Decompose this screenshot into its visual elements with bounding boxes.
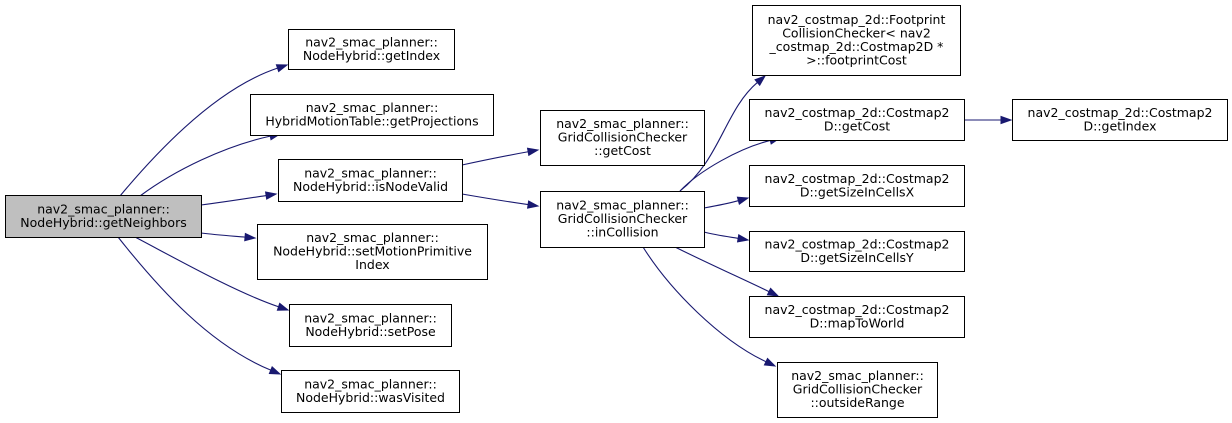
edge-isNodeValid-to-inCollision [461, 193, 529, 206]
node-label-line: D::getIndex [1084, 118, 1157, 133]
node-box[interactable] [278, 159, 463, 202]
node-label-line: nav2_smac_planner:: [306, 230, 439, 245]
node-label-line: NodeHybrid::setPose [305, 324, 436, 339]
arrowhead-getNeighbors-to-setMotionPrimitiveIndex [244, 232, 257, 242]
node-label-line: GridCollisionChecker [558, 211, 688, 226]
node-label-line: nav2_costmap_2d::Costmap2 [765, 171, 950, 186]
edge-getNeighbors-to-isNodeValid [200, 194, 267, 206]
node-label-line: nav2_costmap_2d::Costmap2 [1028, 105, 1213, 120]
edge-inCollision-to-mapToWorld [674, 246, 770, 293]
node-label-line: D::getCost [824, 118, 890, 133]
arrowhead-getNeighbors-to-wasVisited [268, 365, 282, 375]
node-setMotionPrimitiveIndex[interactable]: nav2_smac_planner::NodeHybrid::setMotion… [257, 224, 488, 280]
edge-isNodeValid-to-gccGetCost [461, 151, 529, 166]
node-label-line: D::mapToWorld [810, 315, 905, 330]
node-label-line: NodeHybrid::getIndex [303, 48, 440, 63]
node-label-line: nav2_costmap_2d::Footprint [768, 12, 946, 27]
edge-inCollision-to-getSizeInCellsX [703, 200, 739, 209]
node-box[interactable] [749, 231, 965, 272]
node-label-line: NodeHybrid::getNeighbors [20, 215, 186, 230]
node-getSizeInCellsY[interactable]: nav2_costmap_2d::Costmap2D::getSizeInCel… [749, 231, 965, 272]
node-isNodeValid[interactable]: nav2_smac_planner::NodeHybrid::isNodeVal… [278, 159, 463, 202]
node-label-line: nav2_smac_planner:: [305, 34, 438, 49]
node-getIndex[interactable]: nav2_smac_planner::NodeHybrid::getIndex [288, 29, 455, 70]
node-footprintCost[interactable]: nav2_costmap_2d::FootprintCollisionCheck… [752, 5, 961, 76]
node-box[interactable] [288, 29, 455, 70]
node-label-line: nav2_costmap_2d::Costmap2 [765, 105, 950, 120]
node-label-line: nav2_smac_planner:: [791, 368, 924, 383]
node-mapToWorld[interactable]: nav2_costmap_2d::Costmap2D::mapToWorld [749, 296, 965, 338]
node-label-line: nav2_costmap_2d::Costmap2 [765, 236, 950, 251]
node-label-line: ::getCost [594, 143, 651, 158]
node-label-line: >::footprintCost [806, 52, 907, 67]
node-label-line: nav2_smac_planner:: [304, 376, 437, 391]
node-label-line: D::getSizeInCellsX [800, 184, 915, 199]
node-outsideRange[interactable]: nav2_smac_planner::GridCollisionChecker:… [777, 362, 938, 418]
arrowhead-inCollision-to-getSizeInCellsX [736, 196, 750, 205]
node-label-line: ::inCollision [586, 225, 658, 240]
node-box[interactable] [540, 191, 705, 248]
nodes-layer: nav2_smac_planner::NodeHybrid::getNeighb… [5, 5, 1228, 418]
edge-getNeighbors-to-setMotionPrimitiveIndex [200, 232, 246, 238]
node-label-line: _costmap_2d::Costmap2D * [769, 39, 944, 54]
node-costmapGetIndex[interactable]: nav2_costmap_2d::Costmap2D::getIndex [1012, 99, 1228, 141]
arrowhead-getNeighbors-to-getIndex [275, 64, 289, 73]
node-box[interactable] [250, 94, 494, 136]
edge-getNeighbors-to-getProjections [139, 135, 271, 197]
node-getNeighbors[interactable]: nav2_smac_planner::NodeHybrid::getNeighb… [5, 195, 202, 238]
node-costmapGetCost[interactable]: nav2_costmap_2d::Costmap2D::getCost [749, 99, 965, 141]
arrowhead-getNeighbors-to-setPose [276, 302, 290, 311]
edge-inCollision-to-outsideRange [642, 246, 767, 363]
node-label-line: GridCollisionChecker [793, 382, 923, 397]
node-box[interactable] [752, 5, 961, 76]
node-label-line: nav2_smac_planner:: [37, 201, 170, 216]
arrowhead-inCollision-to-getSizeInCellsY [736, 234, 750, 243]
node-label-line: ::outsideRange [810, 395, 904, 410]
node-setPose[interactable]: nav2_smac_planner::NodeHybrid::setPose [289, 304, 452, 347]
node-label-line: nav2_costmap_2d::Costmap2 [765, 302, 950, 317]
arrowhead-getNeighbors-to-isNodeValid [264, 191, 278, 200]
node-label-line: nav2_smac_planner:: [306, 100, 439, 115]
arrowhead-isNodeValid-to-inCollision [526, 200, 540, 209]
node-label-line: nav2_smac_planner:: [304, 310, 437, 325]
arrowhead-costmapGetCost-to-costmapGetIndex [1000, 115, 1013, 125]
edge-inCollision-to-getSizeInCellsY [703, 231, 739, 239]
node-label-line: NodeHybrid::isNodeValid [293, 179, 448, 194]
node-box[interactable] [749, 296, 965, 338]
node-label-line: Index [355, 257, 389, 272]
node-label-line: nav2_smac_planner:: [556, 198, 689, 213]
node-box[interactable] [281, 370, 460, 413]
edge-getNeighbors-to-getIndex [119, 67, 278, 197]
arrowhead-inCollision-to-outsideRange [763, 357, 777, 367]
node-box[interactable] [257, 224, 488, 280]
node-inCollision[interactable]: nav2_smac_planner::GridCollisionChecker:… [540, 191, 705, 248]
node-label-line: GridCollisionChecker [558, 130, 688, 145]
node-label-line: nav2_smac_planner:: [556, 116, 689, 131]
node-label-line: nav2_smac_planner:: [304, 165, 437, 180]
node-label-line: D::getSizeInCellsY [800, 250, 914, 265]
node-getProjections[interactable]: nav2_smac_planner::HybridMotionTable::ge… [250, 94, 494, 136]
node-box[interactable] [1012, 99, 1228, 141]
node-box[interactable] [749, 99, 965, 141]
arrowhead-isNodeValid-to-gccGetCost [526, 147, 540, 157]
node-label-line: CollisionChecker< nav2 [782, 25, 931, 40]
node-box[interactable] [289, 304, 452, 347]
node-box[interactable] [777, 362, 938, 418]
edge-getNeighbors-to-setPose [134, 236, 279, 308]
node-label-line: NodeHybrid::setMotionPrimitive [273, 244, 472, 259]
node-box[interactable] [540, 110, 705, 166]
node-label-line: HybridMotionTable::getProjections [265, 113, 478, 128]
node-gccGetCost[interactable]: nav2_smac_planner::GridCollisionChecker:… [540, 110, 705, 166]
arrowhead-inCollision-to-footprintCost [754, 75, 767, 87]
node-label-line: NodeHybrid::wasVisited [296, 390, 445, 405]
node-box-root[interactable] [5, 195, 202, 238]
edge-inCollision-to-costmapGetCost [679, 139, 771, 192]
edge-getNeighbors-to-wasVisited [117, 236, 271, 371]
node-box[interactable] [749, 165, 965, 207]
node-getSizeInCellsX[interactable]: nav2_costmap_2d::Costmap2D::getSizeInCel… [749, 165, 965, 207]
arrowhead-inCollision-to-mapToWorld [766, 287, 780, 297]
node-wasVisited[interactable]: nav2_smac_planner::NodeHybrid::wasVisite… [281, 370, 460, 413]
